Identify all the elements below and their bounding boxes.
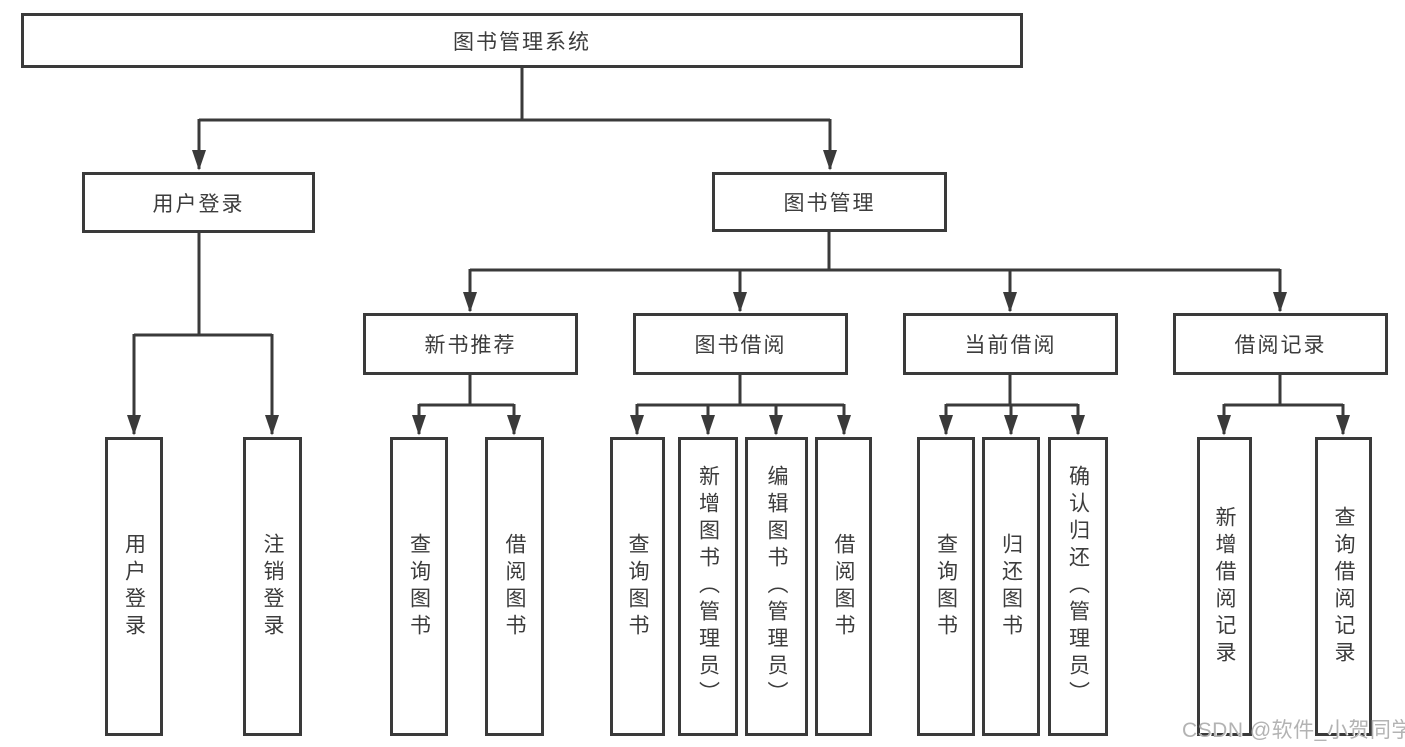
leaf-label: 借阅图书 [832,532,855,641]
connector-root-to-level2 [192,68,837,171]
watermark-csdn: CSDN @软件_小贺同学 [1182,719,1405,742]
leaf-label: 新增图书（管理员） [696,465,720,708]
connector-records-to-leaves [1217,375,1350,436]
node-label: 新书推荐 [424,334,517,357]
node-user-login-group: 用户登录 [82,172,315,233]
node-book-borrow: 图书借阅 [633,313,848,375]
node-label: 用户登录 [152,192,245,216]
leaf-add-borrow-record: 新增借阅记录 [1197,437,1252,736]
node-label: 图书管理系统 [453,30,591,54]
connector-current-to-leaves [939,375,1085,436]
leaf-borrow-books: 借阅图书 [815,437,872,736]
leaf-current-query-books: 查询图书 [917,437,975,736]
node-label: 图书借阅 [694,334,787,357]
node-library-management-system: 图书管理系统 [21,13,1023,68]
node-borrow-records: 借阅记录 [1173,313,1388,375]
leaf-recommend-query-books: 查询图书 [390,437,448,736]
leaf-label: 确认归还（管理员） [1066,465,1090,708]
leaf-logout: 注销登录 [243,437,302,736]
leaf-return-book: 归还图书 [982,437,1040,736]
node-label: 当前借阅 [964,334,1057,357]
node-label: 借阅记录 [1234,334,1327,357]
leaf-borrow-query-books: 查询图书 [610,437,665,736]
node-new-book-recommend: 新书推荐 [363,313,578,375]
leaf-edit-book-admin: 编辑图书（管理员） [745,437,808,736]
leaf-add-book-admin: 新增图书（管理员） [678,437,738,736]
leaf-user-login: 用户登录 [105,437,163,736]
node-current-borrow: 当前借阅 [903,313,1118,375]
leaf-label: 用户登录 [122,532,146,641]
leaf-label: 编辑图书（管理员） [765,465,788,708]
leaf-label: 查询借阅记录 [1332,505,1355,668]
node-book-management: 图书管理 [712,172,947,232]
leaf-confirm-return-admin: 确认归还（管理员） [1048,437,1108,736]
connector-bookmgmt-to-level3 [463,232,1287,313]
leaf-label: 归还图书 [999,532,1023,641]
leaf-recommend-borrow-books: 借阅图书 [485,437,544,736]
connector-userlogin-to-leaves [127,233,279,436]
connector-borrow-to-leaves [630,375,851,436]
leaf-label: 借阅图书 [503,532,526,641]
leaf-query-borrow-record: 查询借阅记录 [1315,437,1372,736]
leaf-label: 查询图书 [626,532,649,641]
leaf-label: 查询图书 [934,532,958,641]
leaf-label: 注销登录 [261,532,284,641]
connector-recommend-to-leaves [412,375,521,436]
leaf-label: 查询图书 [407,532,431,641]
leaf-label: 新增借阅记录 [1213,505,1236,668]
node-label: 图书管理 [783,192,876,215]
